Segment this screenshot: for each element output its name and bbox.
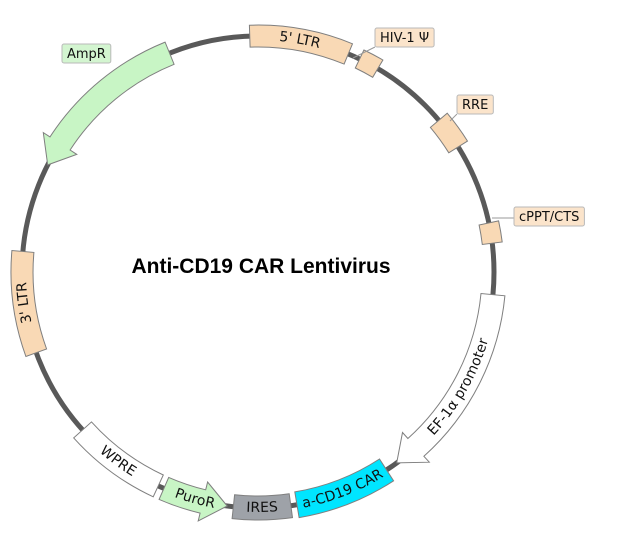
callout-ampr-box	[61, 43, 112, 64]
callout-hiv_psi-box	[374, 27, 435, 48]
feature-car-shape[interactable]	[294, 458, 395, 519]
callout-rre-label: RRE	[462, 98, 488, 113]
feature-hiv_psi[interactable]	[354, 49, 384, 78]
feature-cppt-shape[interactable]	[478, 220, 503, 246]
feature-rre-shape[interactable]	[429, 112, 469, 154]
feature-ires[interactable]: IRES	[119, 458, 403, 521]
callout-rre-leader	[449, 113, 458, 122]
feature-cppt[interactable]	[478, 220, 503, 246]
feature-wpre-shape[interactable]	[72, 421, 164, 498]
feature-ires-label: IRES	[246, 499, 279, 516]
callout-cppt-box	[513, 206, 585, 227]
feature-puror-shape[interactable]	[158, 476, 228, 522]
feature-ltr3-shape[interactable]	[10, 249, 48, 358]
feature-ef1a-label: EF-1α promoter	[425, 336, 493, 438]
feature-ltr5[interactable]: 5' LTR	[133, 24, 445, 128]
feature-hiv_psi-shape[interactable]	[354, 49, 384, 78]
callout-layer: HIV-1 Ψ RRE cPPT/CTS AmpR	[61, 27, 585, 227]
feature-ef1a[interactable]: EF-1α promoter	[283, 174, 506, 507]
feature-ltr5-shape[interactable]	[248, 24, 354, 65]
feature-ires-shape[interactable]	[231, 493, 294, 521]
feature-puror[interactable]: PuroR	[68, 412, 348, 522]
feature-rre[interactable]	[429, 112, 469, 154]
feature-ampr-shape[interactable]	[42, 41, 175, 166]
feature-ltr3-label: 3' LTR	[14, 281, 35, 324]
map-title: Anti-CD19 CAR Lentivirus	[131, 255, 390, 278]
callout-cppt-label: cPPT/CTS	[519, 210, 579, 225]
feature-ampr[interactable]	[42, 41, 175, 166]
callout-hiv_psi: HIV-1 Ψ	[352, 27, 435, 59]
feature-ltr3[interactable]: 3' LTR	[10, 137, 106, 453]
callout-cppt: cPPT/CTS	[492, 206, 585, 227]
callout-ampr: AmpR	[61, 43, 112, 64]
callout-rre-box	[456, 94, 494, 115]
callout-hiv_psi-label: HIV-1 Ψ	[380, 31, 429, 46]
callout-ampr-label: AmpR	[67, 47, 106, 62]
feature-wpre[interactable]: WPRE	[27, 321, 278, 508]
feature-ef1a-shape[interactable]	[396, 292, 506, 464]
callout-hiv_psi-leader	[352, 46, 376, 59]
callout-rre: RRE	[449, 94, 494, 122]
